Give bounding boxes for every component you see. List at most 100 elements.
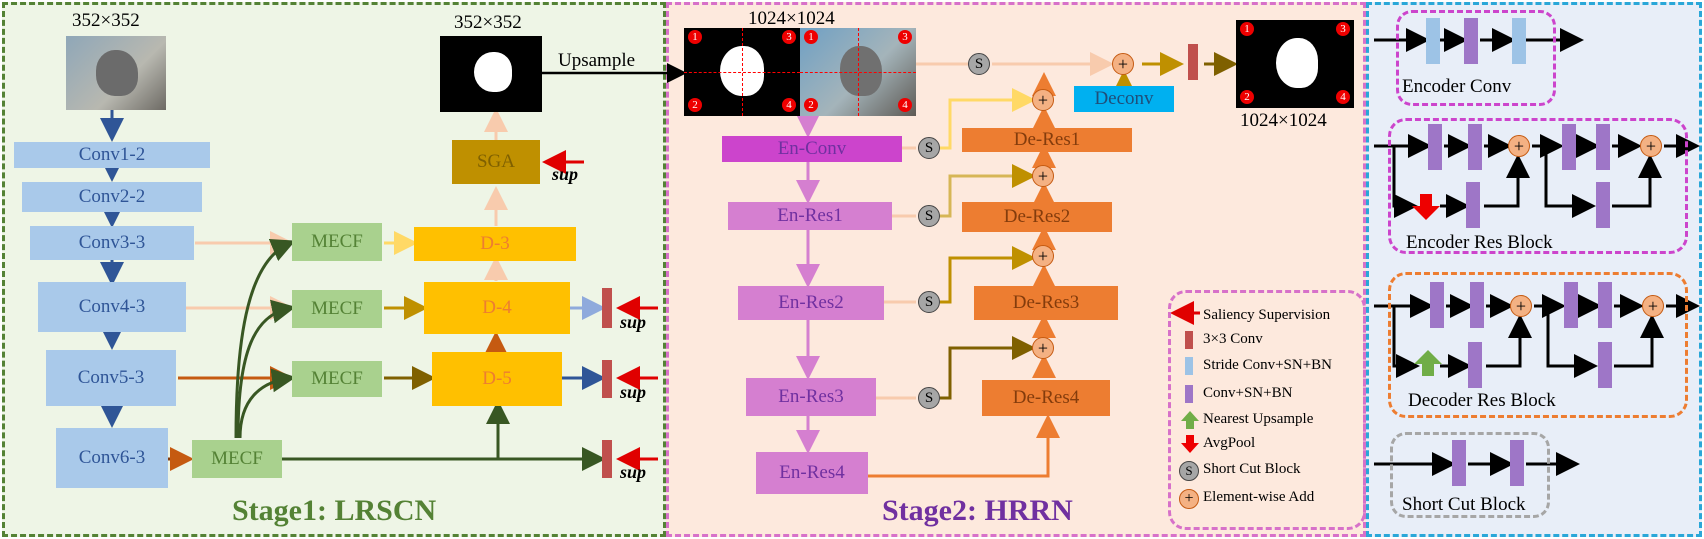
dec-res-conv-1 [1430, 282, 1444, 328]
avgpool-icon-stem [1186, 435, 1194, 443]
conv2-2-box: Conv2-2 [22, 182, 202, 212]
sup-label-out: sup [620, 462, 647, 482]
enc-conv-stride-2 [1512, 18, 1526, 64]
short-cut-conv-2 [1510, 440, 1524, 486]
legend-conv-sn-bn-swatch [1185, 385, 1193, 403]
en-res3-box: En-Res3 [746, 378, 876, 416]
final-conv-bar [1188, 44, 1198, 80]
enc-conv-stride-1 [1426, 18, 1440, 64]
avgpool-icon-block [1412, 206, 1440, 220]
stage1-input-image [66, 36, 166, 110]
blocks-panel [1366, 2, 1702, 537]
stage2-output-size: 1024×1024 [1240, 110, 1327, 131]
short-cut-conv-1 [1452, 440, 1466, 486]
enc-res-add-2: + [1640, 135, 1662, 157]
avgpool-icon-block-stem [1420, 194, 1432, 206]
legend-3x3-conv: 3×3 Conv [1203, 331, 1263, 347]
sup-label-sga: sup [552, 164, 579, 184]
stage2-input-size: 1024×1024 [748, 8, 835, 29]
stage2-title: Stage2: HRRN [882, 494, 1073, 527]
hr-rgb-grid-v [858, 28, 859, 116]
legend-add-icon: + [1179, 489, 1199, 509]
avgpool-icon [1181, 443, 1199, 453]
dec-res-add-1: + [1510, 295, 1532, 317]
hr-rgb-shape [840, 46, 882, 96]
mecf-box-4: MECF [192, 440, 282, 478]
dec-res-conv-4 [1564, 282, 1578, 328]
mecf-box-3: MECF [292, 361, 382, 397]
encoder-conv-block [1396, 10, 1556, 106]
add-node-2: + [1032, 165, 1054, 187]
sup-label-d5: sup [620, 382, 647, 402]
add-node-3: + [1032, 245, 1054, 267]
stage1-input-size: 352×352 [72, 10, 140, 31]
conv6-3-box: Conv6-3 [56, 428, 168, 488]
de-res1-box: De-Res1 [962, 128, 1132, 152]
out-patch-1: 1 [1240, 22, 1254, 36]
stage1-title: Stage1: LRSCN [232, 494, 437, 527]
legend-box: Saliency Supervision 3×3 Conv Stride Con… [1168, 290, 1366, 530]
decoder-res-label: Decoder Res Block [1408, 390, 1556, 411]
add-node-4: + [1032, 337, 1054, 359]
add-node-top: + [1112, 53, 1134, 75]
de-res4-box: De-Res4 [982, 380, 1110, 416]
dec-res-conv-5 [1598, 282, 1612, 328]
enc-res-conv-3 [1466, 182, 1480, 228]
enc-res-add-1: + [1508, 135, 1530, 157]
encoder-res-block [1388, 118, 1688, 254]
sup-bar-2 [602, 360, 612, 398]
nearest-upsample-icon-block [1414, 350, 1442, 364]
sup-label-d4: sup [620, 312, 647, 332]
mecf-box-1: MECF [292, 223, 382, 261]
dec-res-conv-2 [1470, 282, 1484, 328]
mecf-box-2: MECF [292, 290, 382, 328]
d5-box: D-5 [432, 352, 562, 406]
legend-3x3-conv-swatch [1185, 331, 1193, 349]
legend-stride-conv-swatch [1185, 357, 1193, 375]
de-res2-box: De-Res2 [962, 202, 1112, 232]
hr-rgb-image: 1 2 3 4 [800, 28, 916, 116]
patch-3: 3 [782, 30, 796, 44]
en-res2-box: En-Res2 [738, 286, 884, 320]
rgb-patch-1: 1 [804, 30, 818, 44]
enc-res-conv-6 [1596, 182, 1610, 228]
legend-conv-sn-bn: Conv+SN+BN [1203, 385, 1293, 401]
koala-shape [96, 50, 138, 96]
legend-stride-conv: Stride Conv+SN+BN [1203, 357, 1333, 373]
patch-4: 4 [782, 98, 796, 112]
hr-mask-image: 1 2 3 4 [684, 28, 800, 116]
rgb-patch-3: 3 [898, 30, 912, 44]
nearest-upsample-icon-block-stem [1422, 364, 1434, 376]
enc-res-conv-1 [1428, 124, 1442, 170]
upsample-label: Upsample [558, 50, 636, 71]
s-node-1: S [918, 137, 940, 159]
legend-element-wise-add: Element-wise Add [1203, 489, 1315, 505]
encoder-conv-label: Encoder Conv [1402, 76, 1512, 97]
decoder-res-block [1388, 272, 1688, 418]
hr-output-image: 1 2 3 4 [1236, 20, 1354, 108]
out-patch-4: 4 [1336, 90, 1350, 104]
conv3-3-box: Conv3-3 [30, 226, 194, 260]
s-node-2: S [918, 205, 940, 227]
s-node-top: S [968, 53, 990, 75]
conv1-2-box: Conv1-2 [14, 142, 210, 168]
sga-box: SGA [452, 140, 540, 184]
deconv-box: Deconv [1074, 86, 1174, 112]
stage1-output-image [440, 36, 542, 112]
saliency-shape [474, 52, 512, 92]
d4-box: D-4 [424, 282, 570, 334]
hr-mask-grid-v [742, 28, 743, 116]
en-res1-box: En-Res1 [728, 202, 892, 230]
patch-1: 1 [688, 30, 702, 44]
sup-bar-3 [602, 440, 612, 478]
nearest-upsample-icon-stem [1186, 421, 1194, 429]
conv5-3-box: Conv5-3 [46, 350, 176, 406]
en-conv-box: En-Conv [722, 136, 902, 162]
dec-res-add-2: + [1642, 295, 1664, 317]
stage1-output-size: 352×352 [454, 12, 522, 33]
enc-conv-conv [1464, 18, 1478, 64]
short-cut-block [1390, 432, 1550, 518]
patch-2: 2 [688, 98, 702, 112]
out-patch-2: 2 [1240, 90, 1254, 104]
